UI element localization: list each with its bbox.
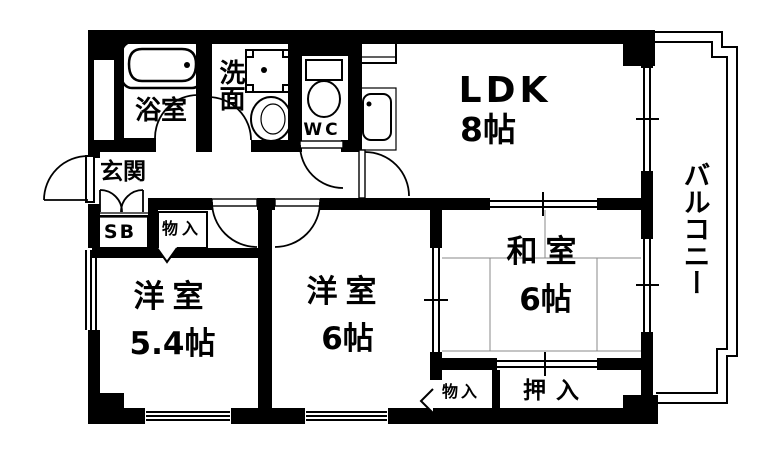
balcony-outline	[655, 31, 738, 404]
storage-boxes	[92, 211, 208, 249]
japanese-label: 和室	[506, 234, 585, 270]
hall-storage-outline	[157, 211, 208, 249]
closet-slider	[497, 352, 597, 376]
western2-label: 洋室	[306, 274, 385, 310]
washing-machine-icon	[245, 49, 291, 93]
windows	[85, 68, 659, 421]
washroom-label: 洗面	[215, 59, 245, 111]
wc-label: WC	[303, 119, 341, 140]
wc-door	[299, 140, 344, 189]
ldk-size: 8帖	[460, 109, 516, 149]
bath-door	[154, 94, 199, 139]
entrance-inner-doors	[95, 189, 148, 218]
west-wall-window	[85, 250, 97, 330]
toilet-icon	[305, 59, 343, 118]
western2-window	[306, 411, 387, 421]
tatami-grid	[442, 210, 641, 352]
bottom-storage-label: 物入	[441, 382, 480, 401]
hall-storage-door	[156, 247, 178, 264]
bottom-storage-door	[419, 388, 434, 414]
doors	[43, 94, 434, 414]
exterior-walls	[88, 30, 658, 424]
entrance-label: 玄関	[100, 158, 146, 185]
hall-storage-label: 物入	[161, 219, 202, 238]
ldk-label: LDK	[458, 70, 552, 111]
western1-label: 洋室	[133, 279, 212, 315]
western1-window	[146, 411, 230, 421]
ldk-door	[358, 149, 410, 199]
japanese-size: 6帖	[519, 282, 572, 318]
washroom-door	[206, 96, 252, 141]
kitchen-counter-icon	[355, 39, 397, 151]
bath-label: 浴室	[134, 96, 187, 126]
washbasin-icon	[250, 96, 292, 142]
shoe-box-label: SB	[103, 220, 137, 243]
interior-walls	[92, 44, 653, 410]
ldk-balcony-window	[636, 68, 659, 171]
ldk-japanese-slider	[490, 192, 597, 216]
balcony-label: バルコニー	[678, 160, 710, 296]
western2-size: 6帖	[321, 321, 374, 357]
shoe-box-outline	[92, 215, 149, 249]
western2-door	[274, 198, 321, 248]
closet-label: 押入	[523, 377, 589, 404]
western1-size: 5.4帖	[129, 326, 216, 362]
western1-door	[211, 198, 258, 248]
pipe-shaft-slot	[94, 60, 114, 140]
japanese-balcony-window	[636, 239, 659, 332]
western2-japanese-slider	[424, 248, 448, 352]
bathtub-icon	[120, 40, 204, 90]
front-door	[43, 155, 95, 203]
